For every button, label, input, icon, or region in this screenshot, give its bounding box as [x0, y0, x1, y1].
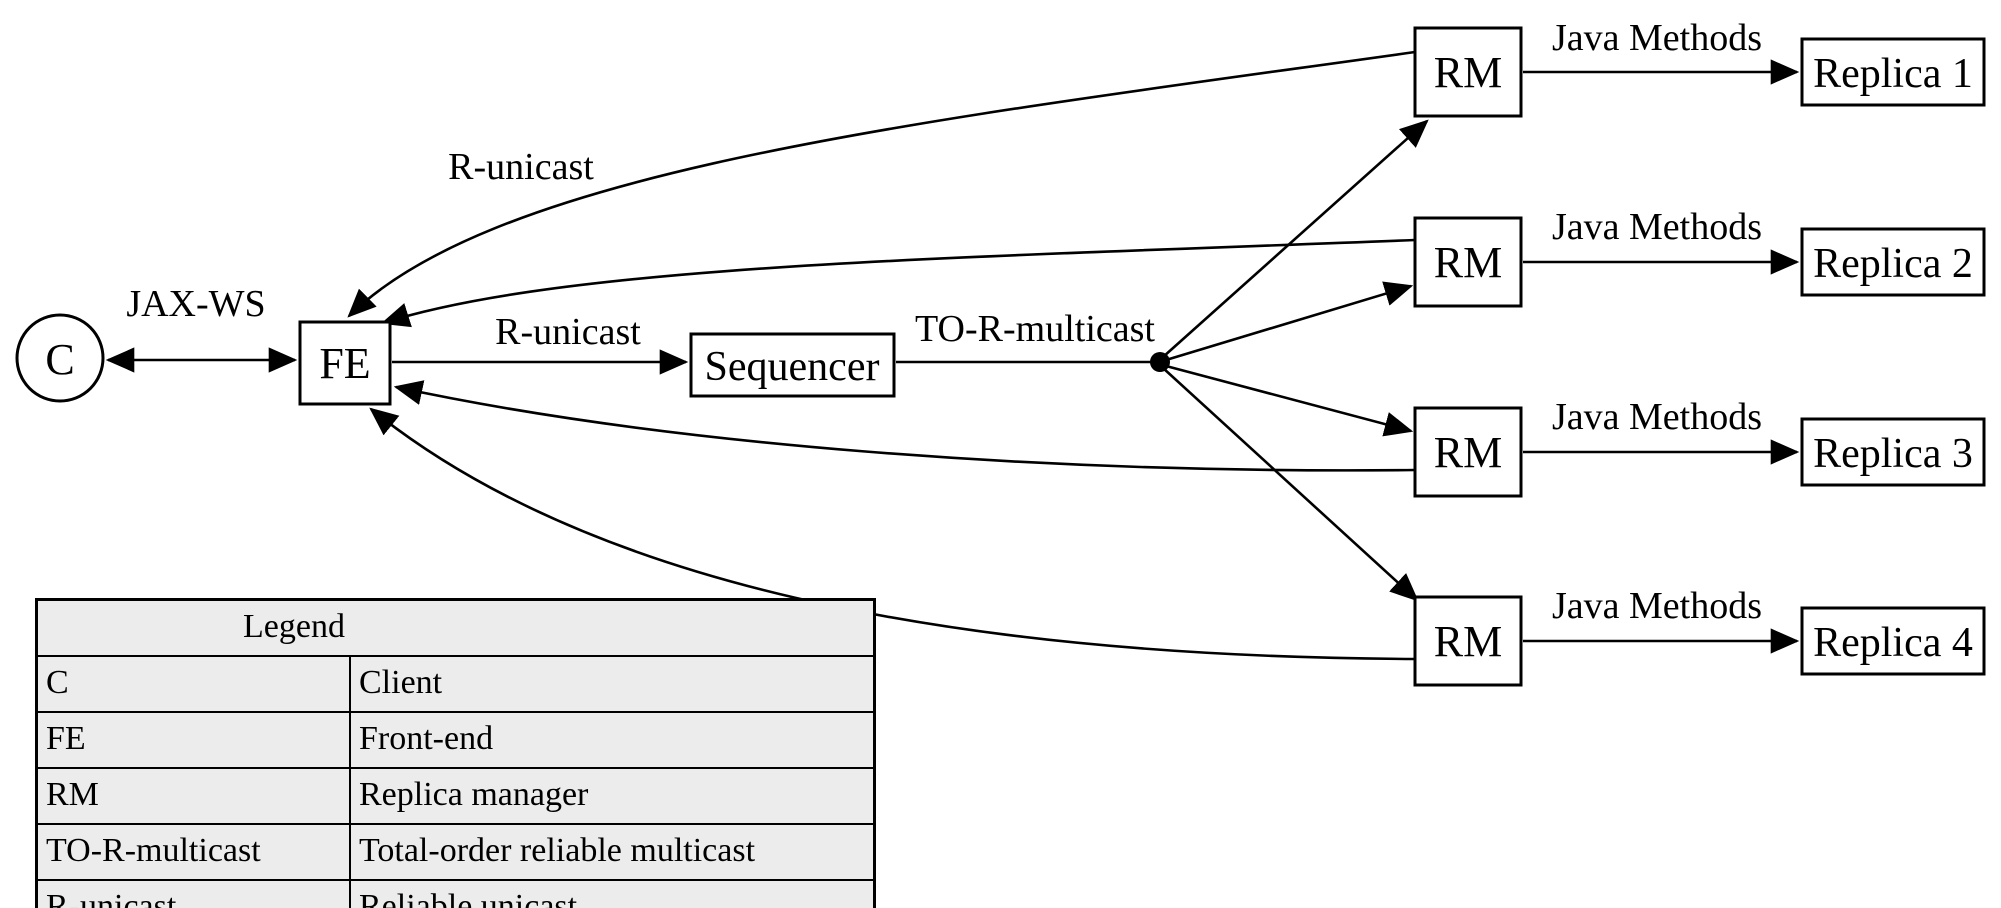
client-node — [15, 313, 105, 403]
edge-label-java-methods-4: Java Methods — [1552, 585, 1762, 627]
rm4-node-box — [1413, 595, 1523, 687]
replica2-label: Replica 2 — [1813, 241, 1973, 287]
rm2-label: RM — [1434, 238, 1502, 287]
edge-rm3-fe-return — [393, 380, 1416, 472]
legend-header-row: Legend — [35, 598, 876, 657]
edge-label-jax-ws: JAX-WS — [126, 283, 265, 325]
legend-value: Front-end — [349, 711, 876, 769]
legend-value: Replica manager — [349, 767, 876, 825]
edge-label-to-r-multicast: TO-R-multicast — [915, 308, 1155, 350]
replica3-node-box — [1800, 417, 1986, 487]
edge-label-java-methods-2: Java Methods — [1552, 206, 1762, 248]
legend-row-to-r-multicast: TO-R-multicast Total-order reliable mult… — [35, 823, 876, 881]
replica1-label: Replica 1 — [1813, 51, 1973, 97]
rm2-node-box — [1413, 216, 1523, 308]
fe-node-box — [298, 320, 392, 406]
legend-table: Legend C Client FE Front-end RM Replica … — [35, 598, 876, 908]
rm1-node-box — [1413, 26, 1523, 118]
edge-label-java-methods-1: Java Methods — [1552, 17, 1762, 59]
rm3-node-box — [1413, 406, 1523, 498]
replica3-label: Replica 3 — [1813, 431, 1973, 477]
replica2-node-box — [1800, 227, 1986, 297]
client-label: C — [45, 335, 74, 384]
replica4-label: Replica 4 — [1813, 620, 1973, 666]
legend-key: FE — [35, 711, 351, 769]
edge-multicast-rm2 — [1165, 281, 1414, 362]
legend-row-replica-manager: RM Replica manager — [35, 767, 876, 825]
legend-value: Client — [349, 655, 876, 713]
rm1-label: RM — [1434, 48, 1502, 97]
edge-multicast-rm3 — [1165, 364, 1414, 437]
edge-label-java-methods-3: Java Methods — [1552, 396, 1762, 438]
multicast-junction-dot — [1150, 352, 1170, 372]
sequencer-label: Sequencer — [705, 344, 880, 390]
rm4-label: RM — [1434, 617, 1502, 666]
legend-row-r-unicast: R-unicast Reliable unicast — [35, 879, 876, 908]
edge-label-r-unicast-mid: R-unicast — [495, 311, 641, 353]
legend-value: Reliable unicast — [349, 879, 876, 908]
edge-multicast-rm4 — [1162, 367, 1419, 602]
legend-key: TO-R-multicast — [35, 823, 351, 881]
edge-rm1-fe-return — [347, 50, 1416, 318]
edge-label-r-unicast-return: R-unicast — [448, 146, 594, 188]
replica4-node-box — [1800, 606, 1986, 676]
edge-rm2-fe-return — [380, 238, 1416, 328]
legend-key: C — [35, 655, 351, 713]
edge-multicast-rm1 — [1162, 119, 1429, 358]
replica1-node-box — [1800, 37, 1986, 107]
legend-key: RM — [35, 767, 351, 825]
legend-value: Total-order reliable multicast — [349, 823, 876, 881]
legend-title: Legend — [35, 598, 876, 657]
sequencer-node-box — [689, 332, 896, 398]
legend-row-client: C Client — [35, 655, 876, 713]
fe-label: FE — [319, 339, 370, 388]
legend-row-front-end: FE Front-end — [35, 711, 876, 769]
legend-key: R-unicast — [35, 879, 351, 908]
rm3-label: RM — [1434, 428, 1502, 477]
